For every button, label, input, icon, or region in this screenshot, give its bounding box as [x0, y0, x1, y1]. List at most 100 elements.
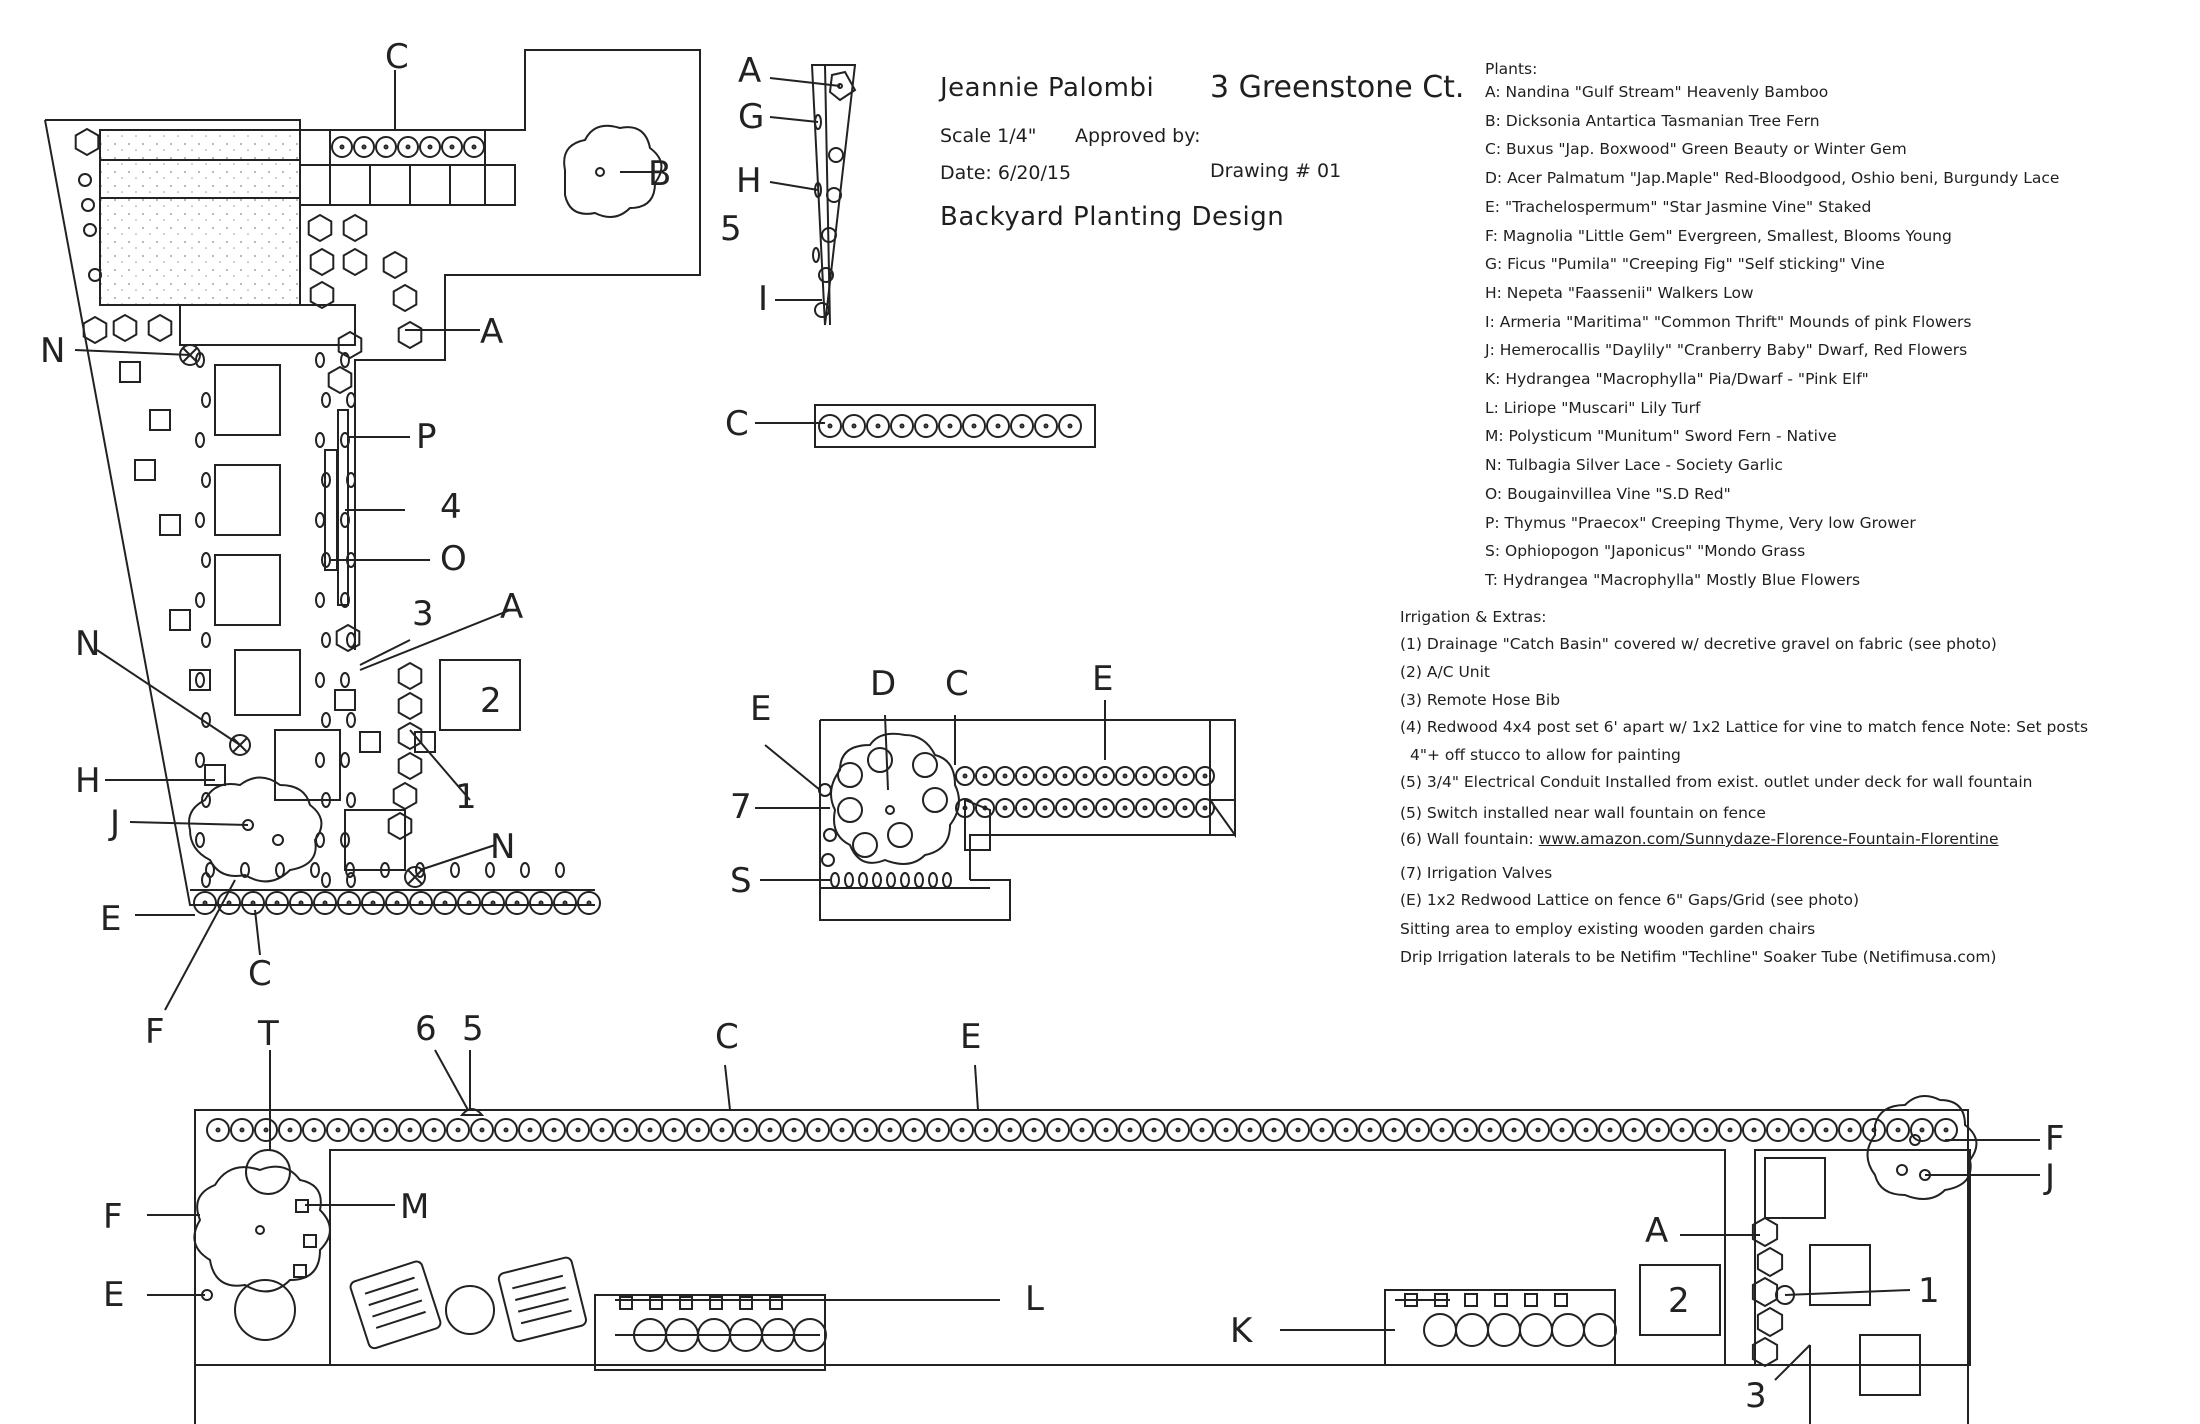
boxwood-symbol	[1238, 1118, 1262, 1142]
lower-yard-plan	[147, 1049, 2040, 1424]
plant-center-dot	[1679, 1127, 1685, 1133]
plant-center-dot	[1102, 773, 1108, 779]
plant-item: E: "Trachelospermum" "Star Jasmine Vine"…	[1485, 197, 1872, 216]
groundcover-dot	[321, 472, 331, 488]
boxwood-symbol	[974, 1118, 998, 1142]
plant-center-dot	[503, 1127, 509, 1133]
boxwood-symbol	[926, 1118, 950, 1142]
callout-one2: 1	[1918, 1271, 1940, 1311]
plant-center-dot	[875, 423, 881, 429]
plant-center-dot	[1182, 773, 1188, 779]
boxwood-symbol	[1214, 1118, 1238, 1142]
boxwood-symbol	[1015, 798, 1035, 818]
callout-e4: E	[960, 1017, 981, 1057]
boxwood-symbol	[1646, 1118, 1670, 1142]
boxwood-symbol	[902, 1118, 926, 1142]
approved-by: Approved by:	[1075, 125, 1201, 147]
mondo-symbol	[858, 872, 868, 888]
boxwood-symbol	[1574, 1118, 1598, 1142]
maple-symbol	[852, 832, 878, 858]
boxwood-symbol	[734, 1118, 758, 1142]
plant-center-dot	[962, 773, 968, 779]
drawing-number: Drawing # 01	[1210, 160, 1342, 182]
boxwood-symbol	[1310, 1118, 1334, 1142]
liriope-symbol	[1494, 1293, 1508, 1307]
boxwood-symbol	[1382, 1118, 1406, 1142]
extras-heading: Irrigation & Extras:	[1400, 608, 1547, 626]
callout-c3: C	[725, 404, 749, 444]
maple-corner-detail	[755, 700, 1236, 921]
boxwood-symbol	[842, 414, 866, 438]
boxwood-symbol	[1075, 766, 1095, 786]
maple-symbol	[837, 762, 863, 788]
boxwood-symbol	[217, 891, 241, 915]
groundcover-dot	[555, 862, 565, 878]
valve-symbol	[823, 828, 837, 842]
hydrangea-symbol	[1423, 1313, 1457, 1347]
groundcover-dot	[321, 872, 331, 888]
boxwood-symbol	[350, 1118, 374, 1142]
groundcover-dot	[415, 862, 425, 878]
groundcover-dot	[201, 552, 211, 568]
nepeta-symbol	[189, 669, 211, 691]
plant-center-dot	[527, 1127, 533, 1133]
vine-symbol	[83, 223, 97, 237]
plant-center-dot	[1127, 1127, 1133, 1133]
plant-center-dot	[671, 1127, 677, 1133]
boxwood-symbol	[890, 414, 914, 438]
boxwood-symbol	[590, 1118, 614, 1142]
boxwood-symbol	[1166, 1118, 1190, 1142]
plant-center-dot	[1919, 1127, 1925, 1133]
plant-center-dot	[1487, 1127, 1493, 1133]
boxwood-symbol	[950, 1118, 974, 1142]
boxwood-symbol	[278, 1118, 302, 1142]
boxwood-symbol	[1070, 1118, 1094, 1142]
groundcover-dot	[321, 632, 331, 648]
callout-c2: C	[248, 954, 272, 994]
plant-center-dot	[1463, 1127, 1469, 1133]
plant-center-dot	[394, 900, 400, 906]
callout-h: H	[736, 161, 762, 201]
boxwood-symbol	[975, 766, 995, 786]
groundcover-dot	[340, 352, 350, 368]
plant-center-dot	[359, 1127, 365, 1133]
extras-item: (E) 1x2 Redwood Lattice on fence 6" Gaps…	[1400, 891, 1860, 909]
plant-center-dot	[311, 1127, 317, 1133]
groundcover-dot	[240, 862, 250, 878]
plant-center-dot	[1391, 1127, 1397, 1133]
nandina-symbol	[82, 315, 108, 345]
plant-center-dot	[911, 1127, 917, 1133]
boxwood-symbol	[361, 891, 385, 915]
groundcover-dot	[340, 752, 350, 768]
plant-center-dot	[1019, 423, 1025, 429]
plant-center-dot	[226, 900, 232, 906]
mondo-symbol	[914, 872, 924, 888]
plant-item: S: Ophiopogon "Japonicus" "Mondo Grass	[1485, 542, 1806, 561]
plant-center-dot	[995, 423, 1001, 429]
boxwood-symbol	[830, 1118, 854, 1142]
liriope-symbol	[1524, 1293, 1538, 1307]
plant-center-dot	[983, 1127, 989, 1133]
fountain-link[interactable]: www.amazon.com/Sunnydaze-Florence-Founta…	[1538, 830, 1999, 848]
plant-center-dot	[623, 1127, 629, 1133]
groundcover-dot	[205, 862, 215, 878]
plant-center-dot	[479, 1127, 485, 1133]
plant-center-dot	[490, 900, 496, 906]
groundcover-dot	[315, 832, 325, 848]
vine-symbol	[88, 268, 102, 282]
nepeta-symbol	[204, 764, 226, 786]
plant-center-dot	[586, 900, 592, 906]
plant-center-dot	[250, 900, 256, 906]
boxwood-symbol	[1035, 766, 1055, 786]
callout-f: F	[145, 1012, 165, 1052]
plant-center-dot	[1727, 1127, 1733, 1133]
nandina-symbol	[397, 721, 423, 751]
boxwood-symbol	[662, 1118, 686, 1142]
valve-symbol	[821, 853, 835, 867]
callout-six: 6	[415, 1009, 437, 1049]
plant-center-dot	[1142, 805, 1148, 811]
boxwood-symbol	[938, 414, 962, 438]
plant-center-dot	[1823, 1127, 1829, 1133]
callout-five: 5	[720, 209, 742, 249]
plant-item: F: Magnolia "Little Gem" Evergreen, Smal…	[1485, 226, 1952, 245]
